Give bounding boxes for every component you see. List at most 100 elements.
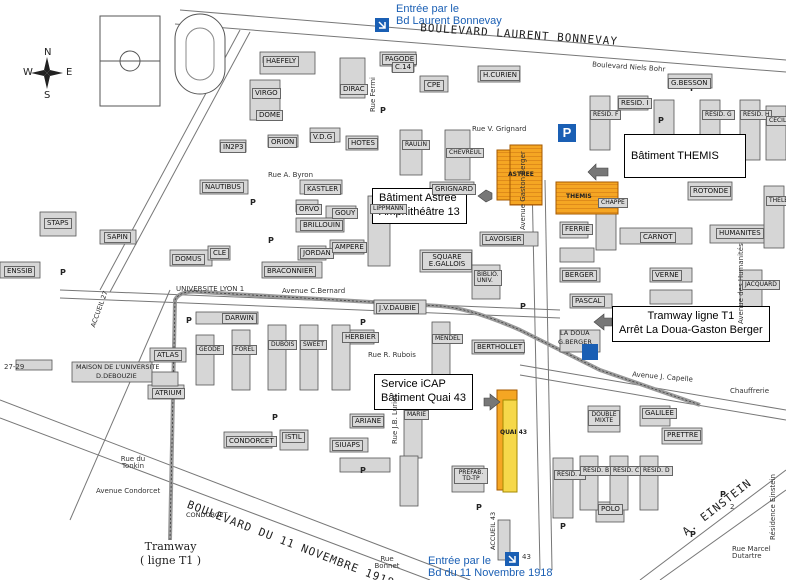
building-label[interactable]: LIPPMANN [370,204,407,214]
building-label[interactable]: HUMANITES [716,228,764,239]
label-chauffrerie: Chauffrerie [730,387,770,395]
building-label[interactable]: AMPERE [332,242,367,253]
building-label[interactable]: HOTES [348,138,378,149]
parking-icon[interactable]: P [558,124,576,142]
building-label[interactable]: SQUARE E.GALLOIS [422,252,472,270]
building-label[interactable]: C.14 [392,62,415,73]
building-label[interactable]: V.D.G [310,132,336,143]
building-label[interactable]: SWEET [300,340,327,350]
building-label[interactable]: FERRIE [562,224,593,235]
building-label[interactable]: DOMUS [172,254,205,265]
building-label[interactable]: MENDEL [432,334,464,344]
building-label[interactable]: GOUY [332,208,359,219]
building-label[interactable]: JORDAN [300,248,334,259]
building-label[interactable]: HERBIER [342,332,379,343]
building-label[interactable]: RESID. D [640,466,673,476]
building-label[interactable]: PASCAL [572,296,605,307]
building-label[interactable]: CPE [424,80,444,91]
building-label[interactable]: KASTLER [304,184,342,195]
building-label[interactable]: RAULIN [402,140,431,150]
parking-marker: P [186,316,192,325]
building-label[interactable]: DUBOIS [268,340,298,350]
building-label-quai43[interactable]: QUAI 43 [500,429,528,436]
building-label[interactable]: CHAPPE [598,198,628,208]
building-label[interactable]: CONDORCET [226,436,277,447]
callout-themis[interactable]: Bâtiment THEMIS [624,134,746,178]
building-label[interactable]: BIBLIO. UNIV. [474,270,502,286]
entrance-top-label: Entrée par le Bd Laurent Bonnevay [396,3,502,27]
building-label-themis[interactable]: THEMIS [566,193,592,200]
building-label[interactable]: CECIL [766,116,786,126]
building-label[interactable]: RESID. B [580,466,613,476]
entrance-top-line1: Entrée par le [396,3,459,15]
building-label[interactable]: GALILEE [642,408,677,419]
building-label[interactable]: DOUBLE MIXTE [588,410,620,426]
building-label[interactable]: THELEME [766,196,786,206]
building-label[interactable]: VIRGO [252,88,281,99]
building-label[interactable]: HAEFELY [263,56,300,67]
building-label[interactable]: RESID. C [610,466,643,476]
building-label[interactable]: CHEVREUL [446,148,485,158]
building-label[interactable]: ISTIL [282,432,305,443]
building-label[interactable]: ENSSIB [4,266,36,277]
parking-marker: P [520,302,526,311]
building-label[interactable]: ARIANE [352,416,385,427]
building-label[interactable]: GRIGNARD [432,184,477,195]
label-g-berger: G.BERGER [558,338,592,346]
building-label[interactable]: ATLAS [154,350,182,361]
building-label[interactable]: BERGER [562,270,597,281]
building-label[interactable]: DIRAC [340,84,368,95]
parking-marker: P [720,490,726,499]
label-2: 2 [730,503,735,511]
building-label[interactable]: RESID. G [702,110,735,120]
building-label[interactable]: LAVOISIER [482,234,525,245]
callout-tramway[interactable]: Tramway ligne T1 Arrêt La Doua-Gaston Be… [612,306,770,342]
building-label[interactable]: SAPIN [104,232,131,243]
callout-astree-line1: Bâtiment Astrée [379,192,457,204]
entrance-top-line2: Bd Laurent Bonnevay [396,14,502,27]
building-label[interactable]: ATRIUM [152,388,185,399]
building-label[interactable]: POLO [598,504,623,515]
street-tonkin: Rue du Tonkin [120,455,146,470]
parking-marker: P [268,236,274,245]
building-label[interactable]: J.V.DAUBIE [376,303,419,314]
quai43-building[interactable] [496,389,518,493]
parking-marker: P [658,116,664,125]
street-univ: UNIVERSITE LYON 1 [176,285,245,293]
building-label[interactable]: ROTONDE [690,186,732,197]
building-label[interactable]: ORION [268,137,298,148]
building-label[interactable]: BERTHOLLET [474,342,526,353]
building-label[interactable]: CARNOT [640,232,676,243]
callout-tram-line2: Arrêt La Doua-Gaston Berger [619,323,763,336]
building-label[interactable]: GEODE [196,345,224,355]
building-label[interactable]: BRACONNIER [264,266,317,277]
building-label[interactable]: DARWIN [222,313,257,324]
building-label-astree[interactable]: ASTREE [508,171,534,178]
building-label[interactable]: DOME [256,110,284,121]
building-label[interactable]: PREFAB. TD-TP [454,468,488,484]
tram-stop-icon[interactable] [582,344,598,360]
street-jb-lurier: Rue J.B. Lurier [391,394,399,444]
building-label[interactable]: H.CURIEN [480,70,520,81]
building-label[interactable]: MARIE [404,410,430,420]
building-label[interactable]: RESID. F [590,110,622,120]
building-label[interactable]: PRETTRE [664,430,702,441]
building-label[interactable]: NAUTIBUS [202,182,244,193]
building-label[interactable]: JACQUARD [742,280,780,290]
entrance-bottom-label: Entrée par le Bd du 11 Novembre 1918 [428,555,553,579]
building-label[interactable]: ORVO [296,204,323,215]
parking-marker: P [560,522,566,531]
building-label[interactable]: RESID. I [618,98,652,109]
building-label[interactable]: G.BESSON [668,78,711,89]
building-label[interactable]: BRILLOUIN [300,220,344,231]
building-label[interactable]: STAPS [44,218,72,229]
building-label[interactable]: VERNE [652,270,682,281]
building-label[interactable]: SIUAPS [332,440,364,451]
callout-icap[interactable]: Service iCAP Bâtiment Quai 43 [374,374,473,410]
building-label[interactable]: IN2P3 [220,142,247,153]
building-label[interactable]: RESID. H [740,110,773,120]
building-label[interactable]: CLE [210,248,230,259]
building-label[interactable]: FOREL [232,345,258,355]
astree-building[interactable] [496,144,543,206]
